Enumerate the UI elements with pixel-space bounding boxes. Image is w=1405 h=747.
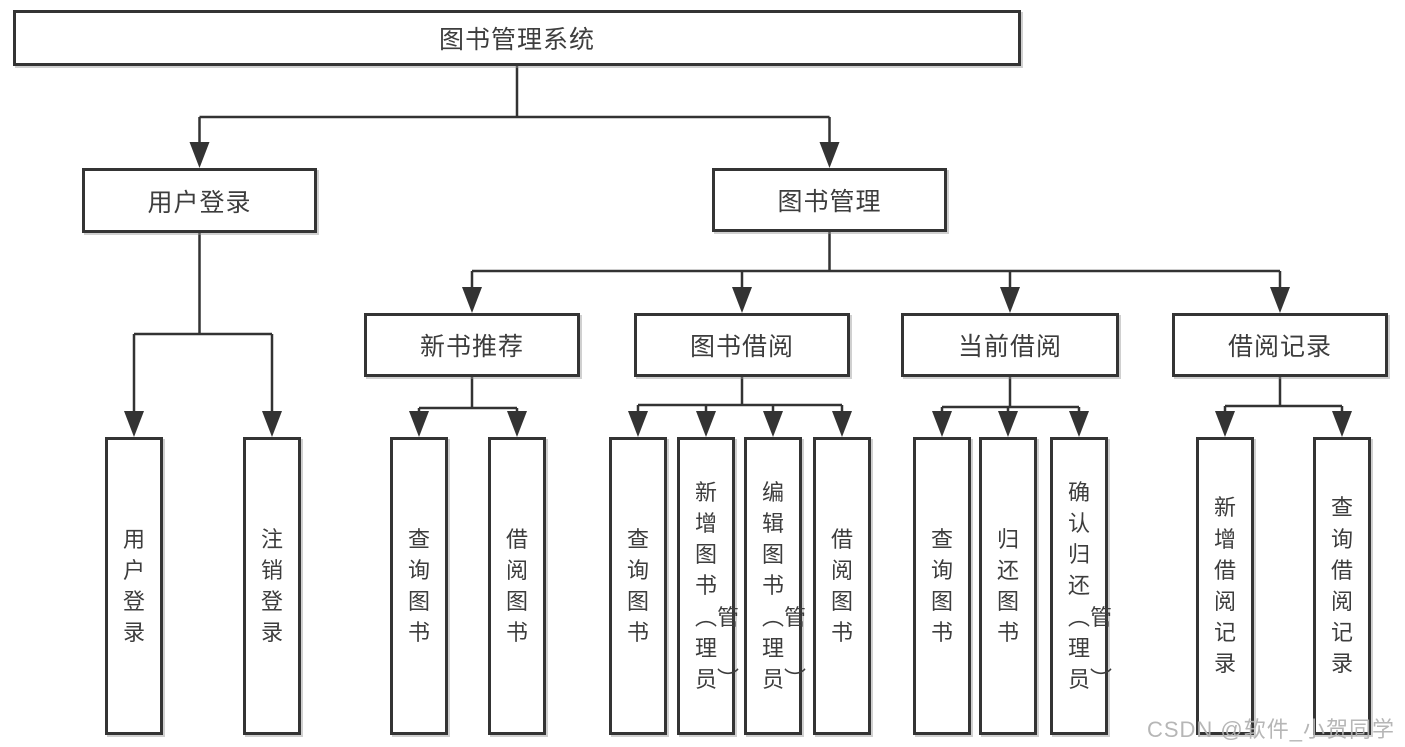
node-new-book-recommend-label: 新书推荐 <box>419 333 524 361</box>
leaf-borrow-books: 借阅图书 <box>813 437 871 735</box>
leaf-query-books-current: 查询图书 <box>913 437 971 735</box>
connector-root-level2 <box>198 66 831 146</box>
leaf-query-borrow-record-label: 查询借阅记录 <box>1331 495 1354 677</box>
node-current-borrow-label: 当前借阅 <box>957 333 1062 361</box>
leaf-borrow-books-label: 借阅图书 <box>831 526 854 646</box>
leaf-return-book: 归还图书 <box>979 437 1037 735</box>
leaf-add-book-admin: 新增图书︵管理员︶ <box>677 437 740 735</box>
node-borrow-records-label: 借阅记录 <box>1227 333 1332 361</box>
leaf-query-books-recommend: 查询图书 <box>390 437 448 735</box>
leaf-user-login-label: 用户登录 <box>123 526 146 646</box>
node-new-book-recommend: 新书推荐 <box>364 313 580 377</box>
leaf-user-login: 用户登录 <box>105 437 163 735</box>
node-borrow-records: 借阅记录 <box>1172 313 1388 377</box>
leaf-logout-label: 注销登录 <box>261 526 284 646</box>
leaf-query-books-current-label: 查询图书 <box>931 526 954 646</box>
connector-book-mgmt-level3 <box>470 232 1282 290</box>
node-book-borrow-label: 图书借阅 <box>689 333 794 361</box>
leaf-query-books-borrow-label: 查询图书 <box>627 526 650 646</box>
leaf-query-borrow-record: 查询借阅记录 <box>1313 437 1371 735</box>
leaf-logout: 注销登录 <box>243 437 301 735</box>
node-root: 图书管理系统 <box>13 10 1021 66</box>
leaf-edit-book-admin-label: 编辑图书︵管理员︶ <box>762 479 807 693</box>
node-root-label: 图书管理系统 <box>438 26 595 54</box>
csdn-watermark: CSDN @软件_小贺同学 <box>1146 717 1395 742</box>
leaf-query-books-borrow: 查询图书 <box>609 437 667 735</box>
node-user-login-label: 用户登录 <box>147 188 252 217</box>
arrowheads <box>124 142 1352 437</box>
leaf-borrow-books-recommend: 借阅图书 <box>488 437 546 735</box>
leaf-edit-book-admin: 编辑图书︵管理员︶ <box>744 437 807 735</box>
node-book-mgmt: 图书管理 <box>712 168 947 232</box>
node-book-borrow: 图书借阅 <box>634 313 850 377</box>
node-current-borrow: 当前借阅 <box>901 313 1119 377</box>
connector-borrow-records-group <box>1223 377 1344 416</box>
leaf-add-book-admin-label: 新增图书︵管理员︶ <box>695 479 740 693</box>
leaf-query-books-recommend-label: 查询图书 <box>408 526 431 646</box>
node-user-login: 用户登录 <box>82 168 317 233</box>
leaf-confirm-return-admin-label: 确认归还︵管理员︶ <box>1068 479 1113 693</box>
connector-current-borrow-group <box>940 377 1081 416</box>
node-book-mgmt-label: 图书管理 <box>777 188 882 216</box>
connector-new-book-group <box>417 377 519 416</box>
leaf-add-borrow-record-label: 新增借阅记录 <box>1214 495 1237 677</box>
connector-user-login-group <box>132 233 274 414</box>
leaf-add-borrow-record: 新增借阅记录 <box>1196 437 1254 735</box>
leaf-borrow-books-recommend-label: 借阅图书 <box>506 526 529 646</box>
connector-book-borrow-group <box>636 377 844 416</box>
leaf-return-book-label: 归还图书 <box>997 526 1020 646</box>
leaf-confirm-return-admin: 确认归还︵管理员︶ <box>1050 437 1113 735</box>
